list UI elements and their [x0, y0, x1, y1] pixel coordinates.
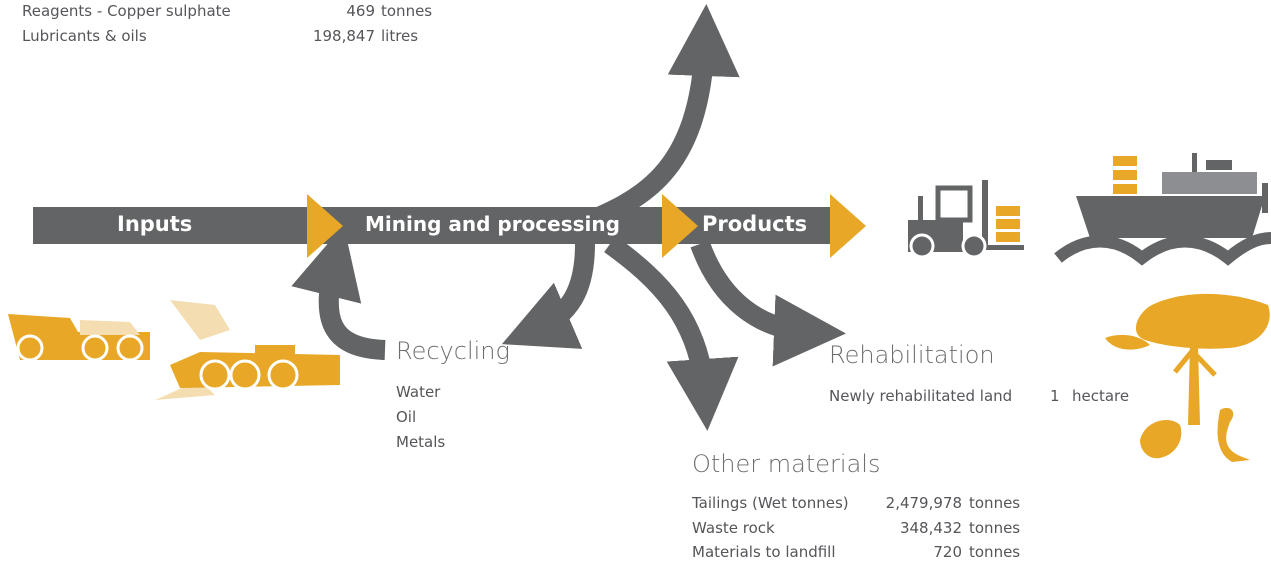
- recycling-item: Metals: [396, 433, 446, 451]
- haul-truck-icon: [8, 314, 150, 362]
- down-left-arrow: [501, 243, 595, 349]
- recycling-arrow: [291, 225, 386, 360]
- other-row-label: Tailings (Wet tonnes): [692, 494, 849, 512]
- inputs-row-unit: tonnes: [381, 2, 433, 20]
- chevron-3: [830, 194, 866, 258]
- rehabilitation-label: Newly rehabilitated land: [829, 387, 1013, 405]
- rehabilitation-value: 1: [1050, 387, 1060, 405]
- recycling-item: Water: [396, 383, 441, 401]
- stage-label-mining: Mining and processing: [365, 212, 620, 236]
- ship-icon: [1054, 153, 1271, 266]
- inputs-row-value: 198,847: [312, 27, 375, 45]
- other-materials-title: Other materials: [692, 450, 881, 478]
- chevron-1: [307, 194, 343, 258]
- inputs-row-value: 469: [346, 2, 375, 20]
- inputs-row-unit: litres: [381, 27, 419, 45]
- other-row-unit: tonnes: [969, 543, 1021, 561]
- upward-arrow: [574, 4, 740, 236]
- rehabilitation-title: Rehabilitation: [829, 341, 995, 369]
- animals-icon: [1140, 407, 1250, 462]
- other-row-value: 348,432: [899, 519, 962, 537]
- other-row-value: 2,479,978: [885, 494, 962, 512]
- inputs-row-label: Lubricants & oils: [22, 27, 147, 45]
- recycling-item: Oil: [396, 408, 417, 426]
- stage-label-products: Products: [702, 212, 808, 236]
- other-row-value: 720: [933, 543, 962, 561]
- rehabilitation-arrow: [690, 240, 846, 367]
- recycling-title: Recycling: [396, 337, 510, 365]
- rehabilitation-unit: hectare: [1072, 387, 1130, 405]
- acacia-tree-icon: [1105, 293, 1270, 425]
- other-row-unit: tonnes: [969, 519, 1021, 537]
- chevron-2: [662, 194, 698, 258]
- other-row-unit: tonnes: [969, 494, 1021, 512]
- other-materials-arrow: [604, 235, 739, 431]
- loader-icon: [155, 300, 340, 400]
- other-row-label: Waste rock: [692, 519, 775, 537]
- forklift-icon: [908, 180, 1024, 259]
- stage-label-inputs: Inputs: [117, 212, 193, 236]
- inputs-row-label: Reagents - Copper sulphate: [22, 2, 231, 20]
- other-row-label: Materials to landfill: [692, 543, 836, 561]
